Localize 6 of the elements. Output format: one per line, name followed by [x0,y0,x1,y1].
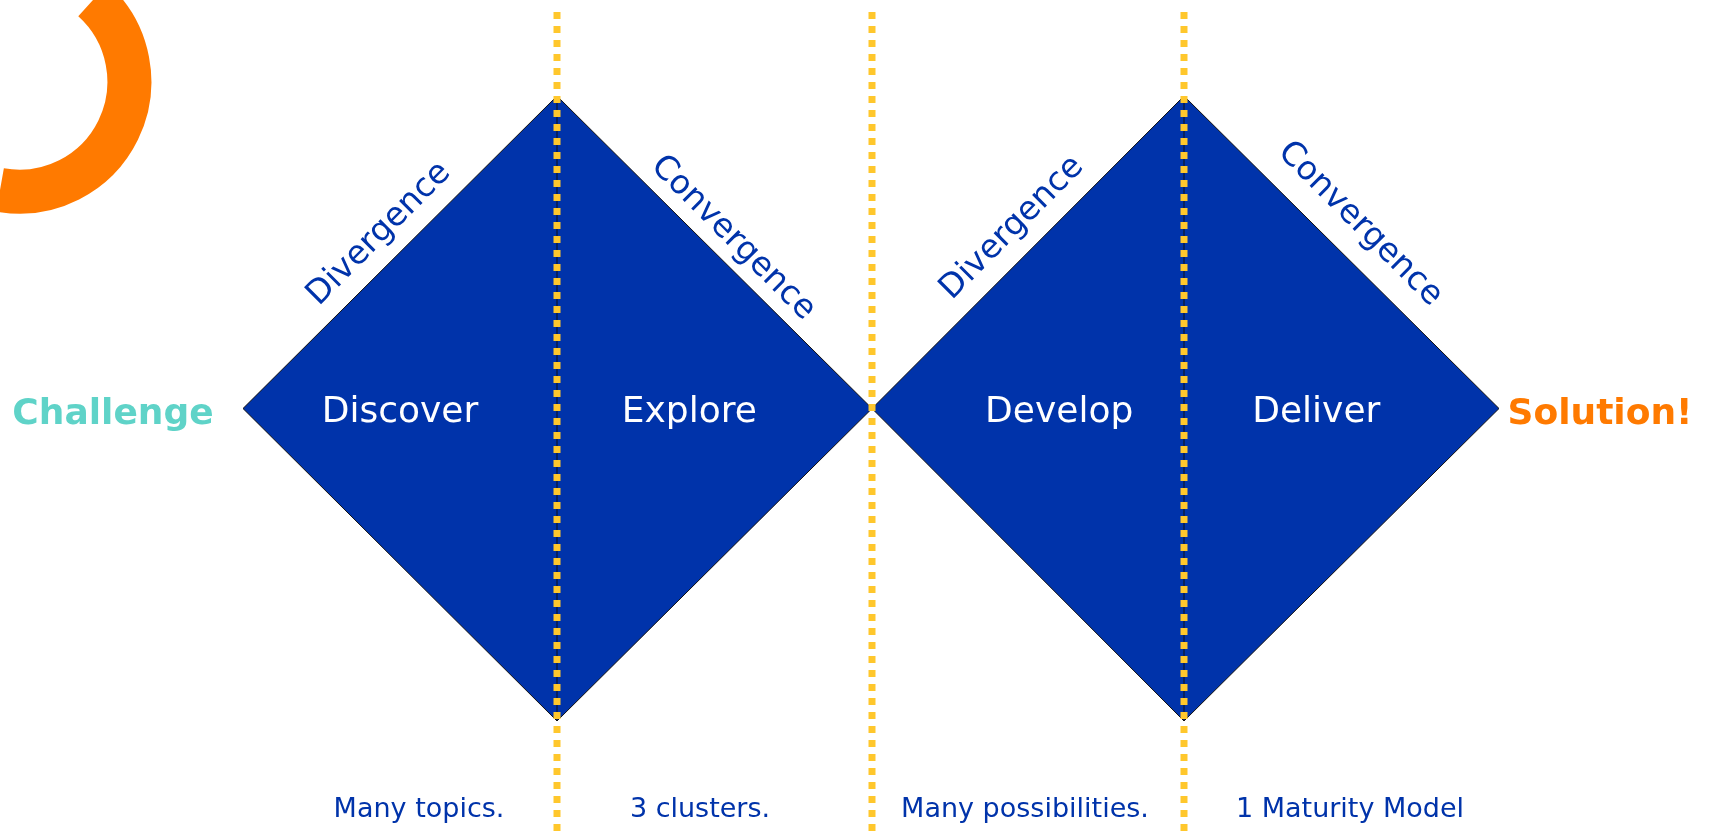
end-label: Solution! [1507,390,1693,432]
phase-name: Discover [321,388,479,429]
phase-name: Develop [985,388,1134,429]
phase-name: Explore [621,388,757,429]
phase-name: Deliver [1252,388,1381,429]
start-label: Challenge [12,390,214,432]
